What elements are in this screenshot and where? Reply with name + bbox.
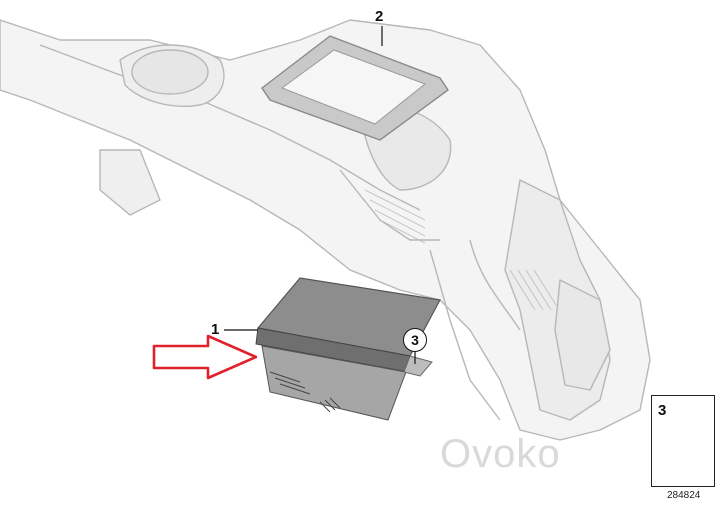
watermark: Ovoko: [440, 432, 561, 476]
leader-lines: [224, 26, 416, 364]
callout-2: 2: [375, 8, 384, 25]
highlight-arrow: [152, 334, 258, 380]
callout-3: 3: [403, 328, 427, 352]
vent-grille: [364, 189, 557, 311]
display-unit: [255, 277, 441, 421]
diagram-id: 284824: [667, 490, 701, 501]
callout-1: 1: [211, 321, 220, 338]
legend-number: 3: [658, 402, 667, 419]
legend-box: 3: [651, 395, 715, 487]
display-frame: [261, 35, 449, 141]
